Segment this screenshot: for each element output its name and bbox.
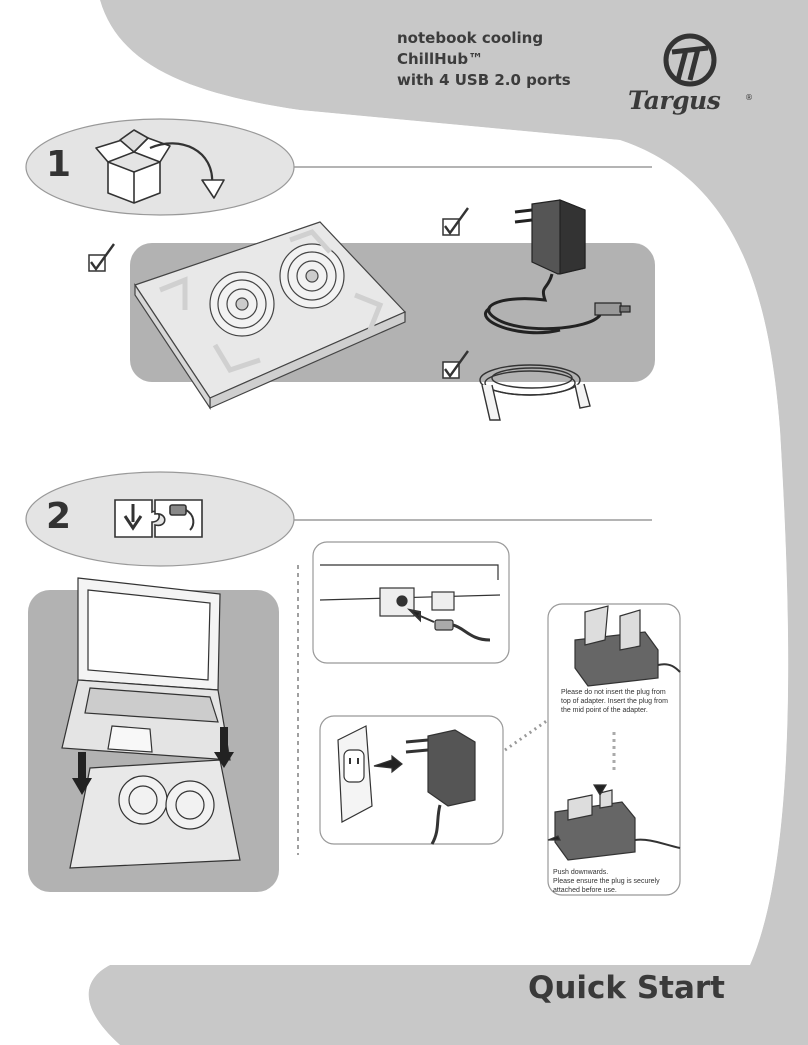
title-line-3: with 4 USB 2.0 ports bbox=[397, 71, 571, 89]
note-bottom-line: Push downwards. bbox=[553, 869, 609, 876]
adapter-note-top: Please do not insert the plug from top o… bbox=[561, 688, 679, 715]
step-2-number: 2 bbox=[46, 496, 72, 537]
note-top-line: top of adapter. Insert the plug from bbox=[561, 698, 669, 705]
unbox-icon bbox=[95, 129, 225, 204]
adapter-bottom-illustration bbox=[547, 784, 681, 861]
adapter-top-illustration bbox=[574, 605, 681, 687]
product-title: notebook cooling ChillHub™ with 4 USB 2.… bbox=[397, 28, 617, 91]
lower-arrow-icon bbox=[72, 727, 234, 795]
background-wave-top bbox=[100, 0, 808, 965]
title-line-2: ChillHub™ bbox=[397, 50, 484, 68]
adapter-note-bottom: Push downwards. Please ensure the plug i… bbox=[553, 868, 671, 895]
puzzle-connect-icon bbox=[114, 499, 203, 538]
note-top-line: the mid point of the adapter. bbox=[561, 707, 648, 714]
note-bottom-line: attached before use. bbox=[553, 887, 617, 894]
checkbox-cable-icon bbox=[442, 350, 469, 379]
note-bottom-line: Please ensure the plug is securely bbox=[553, 878, 660, 885]
checkbox-adapter-icon bbox=[442, 207, 469, 236]
registered-mark: ® bbox=[745, 93, 753, 102]
step-1-number: 1 bbox=[46, 144, 72, 185]
quick-start-heading: Quick Start bbox=[528, 970, 726, 1006]
dotted-connector bbox=[504, 718, 549, 752]
usb-cable-illustration bbox=[479, 364, 591, 421]
title-line-1: notebook cooling bbox=[397, 29, 544, 47]
port-detail-illustration bbox=[319, 564, 501, 642]
laptop-illustration bbox=[61, 577, 231, 761]
brand-wordmark: Targus bbox=[628, 86, 721, 115]
power-adapter-illustration bbox=[484, 199, 631, 335]
cooling-pad-illustration bbox=[134, 221, 407, 410]
step2-bubble bbox=[25, 471, 295, 567]
targus-logo-icon bbox=[663, 33, 717, 87]
note-top-line: Please do not insert the plug from bbox=[561, 689, 666, 696]
cooling-pad-laptop-illustration bbox=[69, 759, 241, 869]
checkbox-pad-icon bbox=[88, 243, 115, 272]
wall-outlet-illustration bbox=[337, 725, 476, 845]
